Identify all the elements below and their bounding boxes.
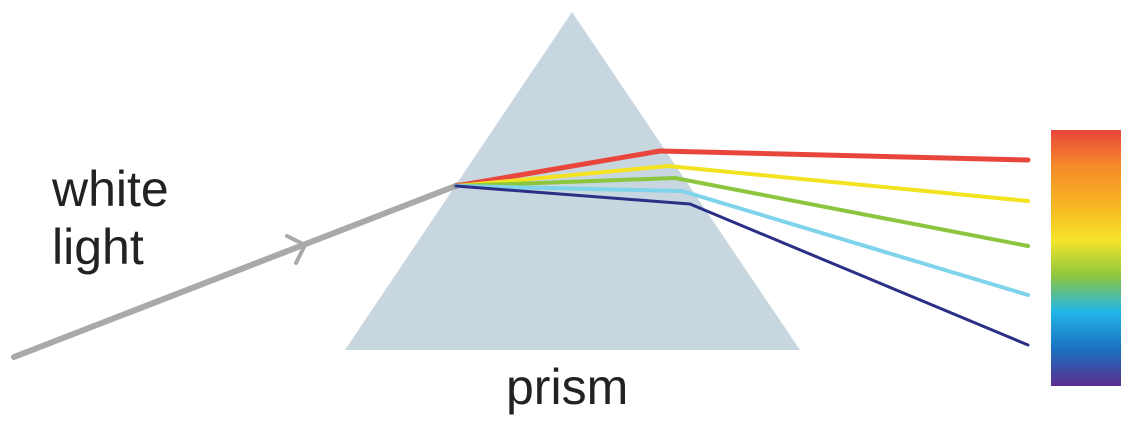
cyan-beam-exit [680, 189, 1030, 297]
red-beam-exit [657, 148, 1031, 163]
white-light-label-line1: white [52, 161, 169, 217]
cyan-beam-inside [454, 184, 684, 193]
refracted-beams-inside-prism [453, 148, 692, 206]
violet-beam-exit [688, 202, 1030, 347]
white-light-label: white light [52, 160, 169, 276]
yellow-beam-inside [454, 164, 670, 188]
spectrum-bar [1051, 130, 1121, 386]
red-beam-inside [453, 148, 663, 189]
yellow-beam-exit [666, 164, 1030, 203]
green-beam-exit [673, 176, 1030, 248]
white-light-label-line2: light [52, 219, 144, 275]
incoming-white-light-beam [11, 182, 461, 360]
prism-label: prism [506, 359, 629, 415]
green-beam-inside [454, 176, 677, 188]
beam-arrowhead-icon [285, 234, 307, 265]
violet-beam-inside [454, 184, 692, 206]
dispersed-beams-outside-prism [657, 148, 1031, 347]
